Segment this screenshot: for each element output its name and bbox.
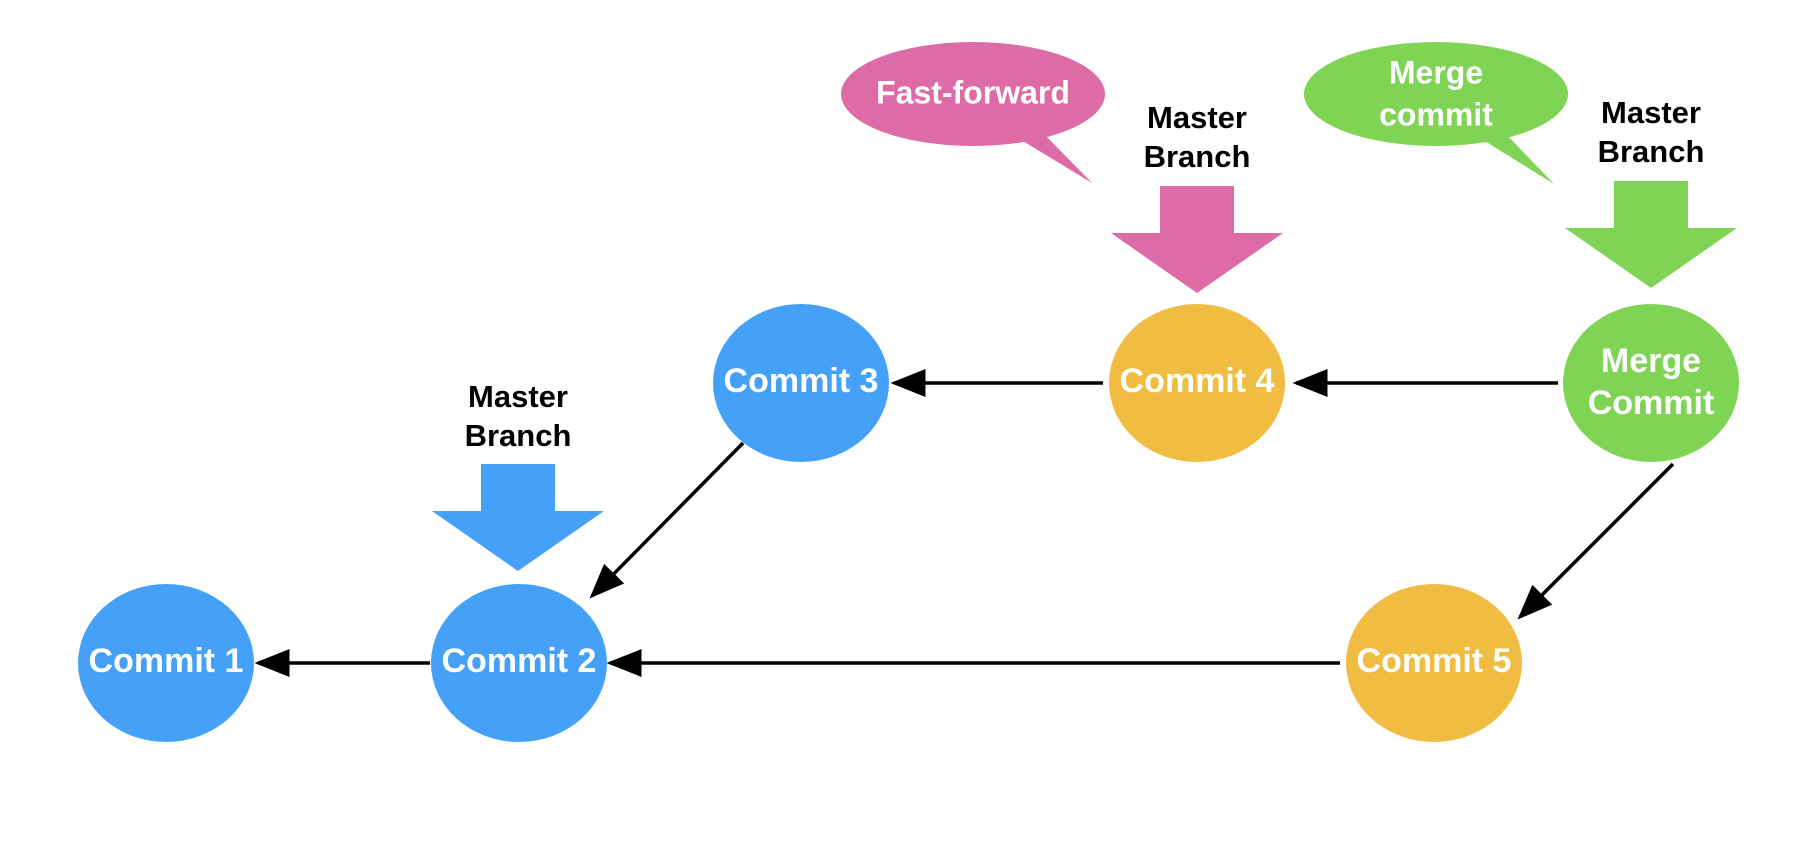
down-arrow-icon — [432, 464, 604, 571]
fast-forward-bubble: Fast-forward — [841, 42, 1105, 183]
fast-forward-bubble-label: Fast-forward — [876, 74, 1070, 110]
speech-bubble-icon — [1480, 133, 1554, 184]
edge-merge-to-commit5 — [1517, 462, 1675, 620]
merge-commit-bubble-line2: commit — [1379, 96, 1493, 132]
node-commit-3-shape — [713, 304, 889, 462]
node-commit-1-shape — [78, 584, 254, 742]
node-merge-commit-shape — [1563, 304, 1739, 462]
master-branch-pointer-1: Master Branch — [432, 379, 604, 571]
node-commit-4-label: Commit 4 — [1120, 362, 1275, 400]
master-branch-pointer-1-line2: Branch — [465, 418, 572, 453]
node-merge-commit-label-line1: Merge — [1601, 342, 1701, 380]
node-commit-2-shape — [431, 584, 607, 742]
master-branch-pointer-1-line1: Master — [468, 379, 568, 414]
node-commit-4: Commit 4 — [1109, 304, 1285, 462]
edge-commit3-to-commit2 — [589, 441, 745, 599]
master-branch-pointer-3: Master Branch — [1565, 95, 1737, 288]
merge-commit-bubble: Merge commit — [1304, 42, 1568, 184]
node-commit-5-label: Commit 5 — [1357, 642, 1512, 680]
merge-commit-bubble-line1: Merge — [1389, 54, 1483, 90]
master-branch-pointer-2: Master Branch — [1111, 100, 1283, 293]
node-commit-2: Commit 2 — [431, 584, 607, 742]
fast-forward-bubble-shape — [841, 42, 1105, 146]
node-commit-2-label: Commit 2 — [442, 642, 597, 680]
master-branch-pointer-3-line1: Master — [1601, 95, 1701, 130]
node-commit-3: Commit 3 — [713, 304, 889, 462]
down-arrow-icon — [1565, 181, 1737, 288]
merge-commit-bubble-shape — [1304, 42, 1568, 146]
speech-bubble-icon — [1018, 133, 1092, 183]
master-branch-pointer-2-line1: Master — [1147, 100, 1247, 135]
node-commit-4-shape — [1109, 304, 1285, 462]
node-commit-1-label: Commit 1 — [89, 642, 244, 680]
master-branch-pointer-3-line2: Branch — [1598, 134, 1705, 169]
node-merge-commit: Merge Commit — [1563, 304, 1739, 462]
node-commit-5: Commit 5 — [1346, 584, 1522, 742]
node-commit-5-shape — [1346, 584, 1522, 742]
node-commit-3-label: Commit 3 — [724, 362, 879, 400]
node-commit-1: Commit 1 — [78, 584, 254, 742]
master-branch-pointer-2-line2: Branch — [1144, 139, 1251, 174]
down-arrow-icon — [1111, 186, 1283, 293]
node-merge-commit-label-line2: Commit — [1588, 384, 1715, 422]
